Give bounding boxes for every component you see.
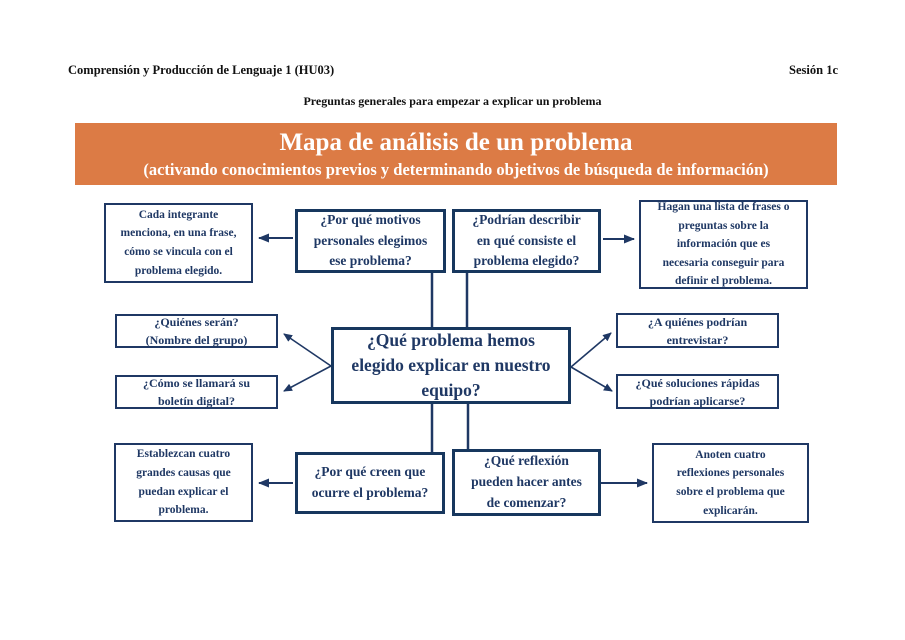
question-box-causas: ¿Por qué creen que ocurre el problema? — [295, 452, 445, 514]
question-box-describir: ¿Podrían describir en qué consiste el pr… — [452, 209, 601, 273]
connector-right-diag1 — [570, 332, 612, 368]
page-header: Comprensión y Producción de Lenguaje 1 (… — [68, 63, 838, 78]
action-box-bottom-left: Establezcan cuatro grandes causas que pu… — [114, 443, 253, 522]
question-box-soluciones: ¿Qué soluciones rápidas podrían aplicars… — [616, 374, 779, 409]
connector-left-diag1 — [283, 333, 332, 367]
question-box-nombre-grupo: ¿Quiénes serán? (Nombre del grupo) — [115, 314, 278, 348]
course-title: Comprensión y Producción de Lenguaje 1 (… — [68, 63, 335, 77]
connector-left-diag2 — [283, 365, 332, 392]
action-box-top-right: Hagan una lista de frases o preguntas so… — [639, 200, 808, 289]
question-box-motivos: ¿Por qué motivos personales elegimos ese… — [295, 209, 446, 273]
page-subtitle: Preguntas generales para empezar a expli… — [303, 94, 602, 108]
title-banner: Mapa de análisis de un problema (activan… — [75, 123, 837, 185]
center-question-box: ¿Qué problema hemos elegido explicar en … — [331, 327, 571, 404]
question-box-entrevistar: ¿A quiénes podrían entrevistar? — [616, 313, 779, 348]
action-box-top-left: Cada integrante menciona, en una frase, … — [104, 203, 253, 283]
banner-title: Mapa de análisis de un problema — [279, 129, 633, 156]
question-box-reflexion: ¿Qué reflexión pueden hacer antes de com… — [452, 449, 601, 516]
action-box-bottom-right: Anoten cuatro reflexiones personales sob… — [652, 443, 809, 523]
connector-right-diag2 — [570, 366, 613, 392]
question-box-boletin: ¿Cómo se llamará su boletín digital? — [115, 375, 278, 409]
session-label: Sesión 1c — [789, 63, 838, 77]
banner-subtitle: (activando conocimientos previos y deter… — [143, 160, 769, 179]
